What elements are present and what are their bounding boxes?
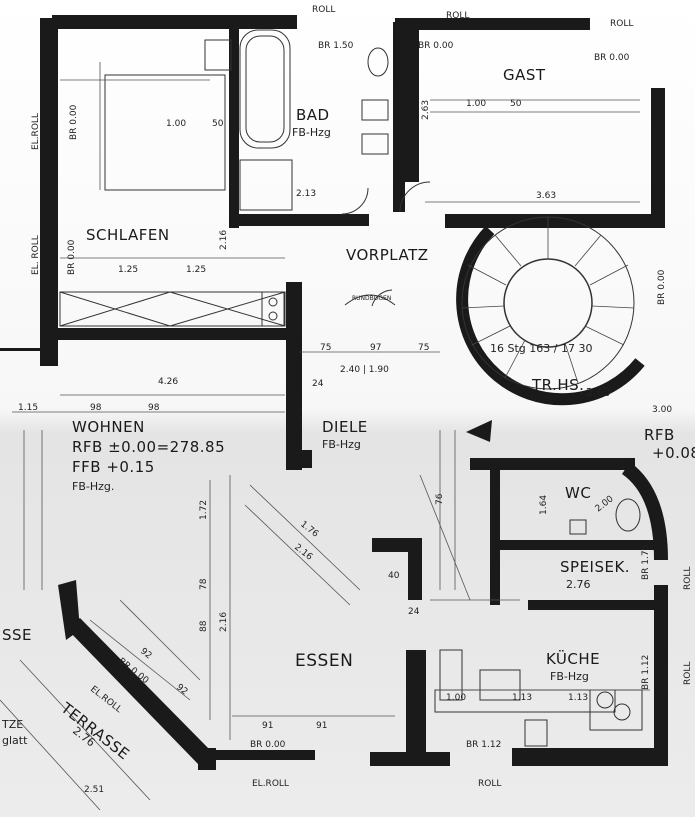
dim-76: 76 [435, 493, 445, 505]
rfb-right-label: RFB [644, 426, 675, 444]
room-label-essen: ESSEN [295, 651, 353, 671]
treppenhaus-size: 2.60 [586, 386, 611, 399]
walls [0, 15, 668, 770]
dim-98a: 98 [90, 403, 102, 413]
el-roll-bottom: EL.ROLL [252, 779, 289, 789]
roll-label-top-1: ROLL [312, 5, 335, 15]
dim-50a: 50 [212, 119, 224, 129]
dim-1-72: 1.72 [199, 500, 209, 520]
dim-3-63: 3.63 [536, 191, 556, 201]
room-label-bad: BAD [296, 106, 330, 124]
el-roll-left-1: EL.ROLL [31, 113, 41, 150]
dim-50b: 50 [510, 99, 522, 109]
room-label-schlafen: SCHLAFEN [86, 226, 170, 244]
kueche-heating-note: FB-Hzg [550, 670, 589, 683]
dim-1-25b: 1.25 [186, 265, 206, 275]
dim-2-13: 2.13 [296, 189, 316, 199]
dim-2-16c: 2.16 [219, 612, 229, 632]
br-label-schlafen-top: BR 0.00 [69, 104, 79, 140]
room-label-wohnen: WOHNEN [72, 418, 145, 436]
roll-label-top-2: ROLL [446, 11, 469, 21]
br-label-speisek: BR 1.75 [641, 545, 651, 580]
dim-2-40: 2.40 | 1.90 [340, 365, 389, 375]
dim-75a: 75 [320, 343, 331, 353]
room-label-gast: GAST [503, 66, 546, 84]
dim-3-00: 3.00 [652, 405, 672, 415]
br-label-right: BR 0.00 [657, 269, 667, 305]
staircase [456, 216, 645, 442]
roll-label-right-2: ROLL [683, 662, 693, 685]
rfb-right-value: +0.08 [652, 444, 695, 462]
roll-label-right: ROLL [683, 567, 693, 590]
room-label-wc: WC [565, 484, 591, 502]
dim-1-64: 1.64 [539, 495, 549, 515]
roll-label-top-3: ROLL [610, 19, 633, 29]
dim-1-15: 1.15 [18, 403, 38, 413]
bad-heating-note: FB-Hzg [292, 126, 331, 139]
dim-75b: 75 [418, 343, 429, 353]
dim-1-00c: 1.00 [446, 693, 466, 703]
wohnen-ffb-level: FFB +0.15 [72, 458, 155, 476]
dim-24b: 24 [408, 607, 420, 617]
room-label-speisek: SPEISEK. [560, 558, 630, 576]
dim-2-51: 2.51 [84, 785, 104, 795]
room-label-treppenhaus: TR.HS. [531, 376, 584, 394]
wohnen-heating-note: FB-Hzg. [72, 480, 114, 493]
dim-2-63: 2.63 [421, 100, 431, 120]
dim-97: 97 [370, 343, 381, 353]
rundbogen-label: RUNDBOGEN [352, 295, 391, 302]
speisek-size: 2.76 [566, 578, 591, 591]
wohnen-rfb-level: RFB ±0.00=278.85 [72, 438, 225, 456]
diele-heating-note: FB-Hzg [322, 438, 361, 451]
dim-1-00b: 1.00 [466, 99, 486, 109]
dim-91b: 91 [316, 721, 327, 731]
dim-1-00a: 1.00 [166, 119, 186, 129]
el-roll-left-2: EL. ROLL [31, 235, 41, 275]
dim-4-26: 4.26 [158, 377, 178, 387]
dim-24a: 24 [312, 379, 324, 389]
dim-1-13b: 1.13 [568, 693, 588, 703]
room-label-vorplatz: VORPLATZ [346, 246, 429, 264]
br-label-schlafen-left: BR 0.00 [67, 239, 77, 275]
room-label-kueche: KÜCHE [546, 649, 600, 668]
dim-1-13a: 1.13 [512, 693, 532, 703]
br-label-gast-1: BR 0.00 [418, 41, 454, 51]
br-label-kueche: BR 1.12 [466, 740, 501, 750]
dim-88: 88 [199, 620, 209, 632]
room-label-diele: DIELE [322, 418, 368, 436]
left-fragment-label: SSE [2, 626, 32, 644]
glatt-fragment-2: glatt [2, 734, 28, 747]
dimension-lines [12, 62, 650, 740]
dim-91a: 91 [262, 721, 273, 731]
br-label-essen: BR 0.00 [250, 740, 286, 750]
roll-label-bottom: ROLL [478, 779, 501, 789]
glatt-fragment-1: TZE [1, 718, 23, 731]
dim-78: 78 [199, 578, 209, 590]
dim-40: 40 [388, 571, 400, 581]
dim-1-25a: 1.25 [118, 265, 138, 275]
br-label-kueche-right: BR 1.12 [641, 655, 651, 690]
room-labels: SCHLAFEN BAD FB-Hzg GAST VORPLATZ WOHNEN… [1, 66, 695, 763]
dim-98b: 98 [148, 403, 160, 413]
br-label-bad: BR 1.50 [318, 41, 354, 51]
stairs-note: 16 Stg 163 / 17 30 [490, 342, 592, 355]
fixtures [0, 29, 643, 811]
br-label-gast-2: BR 0.00 [594, 53, 630, 63]
dim-2-16b: 2.16 [219, 230, 229, 250]
